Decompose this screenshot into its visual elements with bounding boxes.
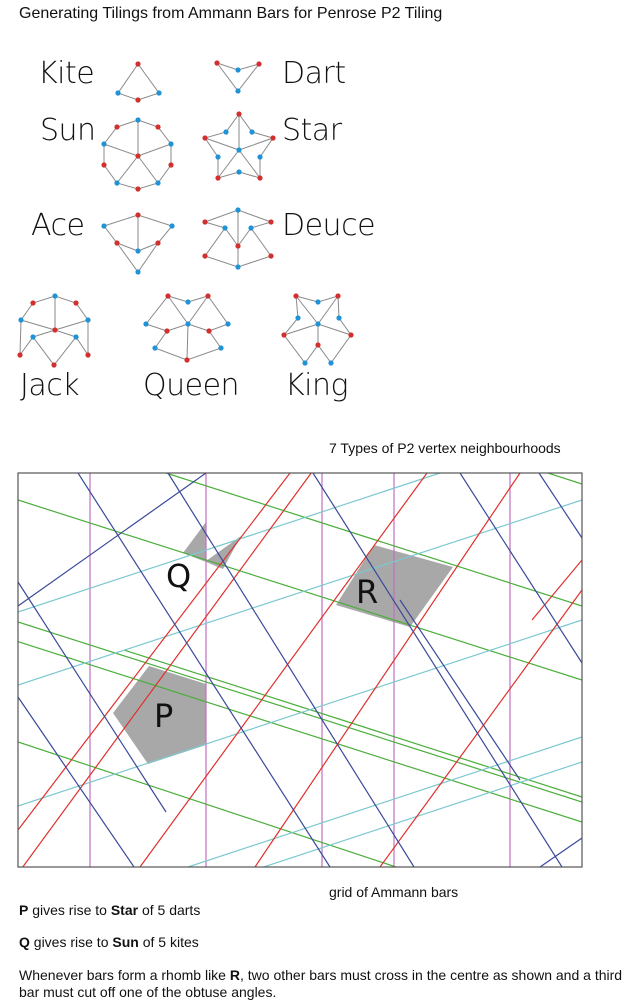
label-kite: Kite (38, 56, 95, 91)
queen-figure (145, 295, 229, 361)
note-p-text: gives rise to (28, 902, 111, 918)
green-bars (18, 473, 582, 867)
label-deuce: Deuce (282, 208, 376, 243)
star-figure (204, 113, 274, 179)
note-r-end: , two other bars must cross in the centr… (19, 967, 623, 1000)
note-r-bold: R (229, 967, 240, 983)
dart-figure (215, 62, 261, 92)
label-king: King (285, 368, 349, 403)
cyan-bars (18, 473, 582, 867)
page-title: Generating Tilings from Ammann Bars for … (19, 5, 443, 22)
note-q-sun: Sun (112, 934, 139, 950)
deuce-figure (204, 209, 273, 268)
blue-vertices (18, 67, 342, 366)
ace-figure (103, 214, 173, 273)
label-queen: Queen (143, 368, 240, 403)
label-q: Q (166, 557, 192, 595)
note-r-text: Whenever bars form a rhomb like (19, 967, 230, 983)
note-q-bold: Q (19, 934, 30, 950)
label-p: P (154, 697, 174, 735)
grid-frame (17, 472, 583, 868)
blue-bars (18, 473, 582, 867)
label-sun: Sun (40, 113, 96, 148)
king-figure (283, 295, 352, 364)
note-r: Whenever bars form a rhomb like R, two o… (19, 967, 629, 1001)
region-p (113, 666, 206, 764)
note-p-star: Star (110, 902, 139, 918)
grid-caption: grid of Ammann bars (329, 884, 459, 900)
note-p-end: of 5 darts (138, 902, 201, 918)
label-jack: Jack (20, 368, 80, 403)
label-ace: Ace (31, 208, 85, 243)
magenta-bars (89, 473, 511, 867)
note-p-bold: P (19, 902, 29, 918)
note-q: Q gives rise to Sun of 5 kites (19, 934, 629, 951)
label-r: R (356, 573, 379, 611)
label-star: Star (282, 113, 342, 148)
note-q-text: gives rise to (29, 934, 113, 950)
red-bars (18, 473, 582, 867)
note-p: P gives rise to Star of 5 darts (19, 902, 629, 919)
kite-figure (117, 63, 160, 101)
red-vertices (17, 60, 354, 368)
vertex-types-caption: 7 Types of P2 vertex neighbourhoods (329, 440, 561, 456)
ammann-grid (17, 472, 583, 868)
label-dart: Dart (282, 56, 346, 91)
note-q-end: of 5 kites (138, 934, 199, 950)
